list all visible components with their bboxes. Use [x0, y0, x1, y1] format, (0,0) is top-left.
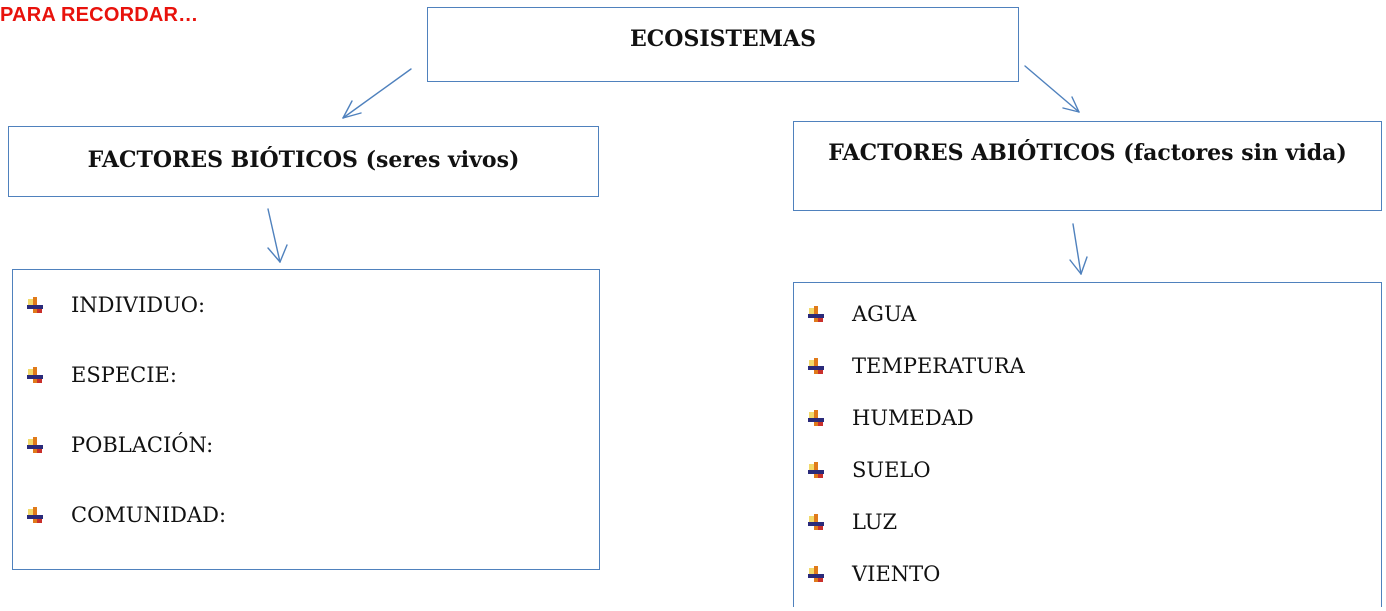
list-item-label: ESPECIE: — [71, 363, 177, 387]
cross-bullet-icon — [27, 367, 43, 383]
cross-bullet-icon — [808, 358, 824, 374]
cross-bullet-icon — [808, 566, 824, 582]
arrow-root-to-biotic — [342, 68, 412, 119]
arrow-root-to-abiotic — [1024, 65, 1080, 113]
ecosistemas-box: ECOSISTEMAS — [427, 7, 1019, 82]
list-item-label: POBLACIÓN: — [71, 433, 214, 457]
abioticos-list: AGUA TEMPERATURA HUMEDAD SUELO LUZ VIENT… — [794, 283, 1381, 611]
abioticos-title: FACTORES ABIÓTICOS (factores sin vida) — [828, 140, 1347, 166]
para-recordar-heading: PARA RECORDAR… — [0, 4, 199, 26]
cross-bullet-icon — [27, 297, 43, 313]
cross-bullet-icon — [808, 462, 824, 478]
cross-bullet-icon — [27, 437, 43, 453]
cross-bullet-icon — [808, 306, 824, 322]
list-item-label: AGUA — [852, 302, 917, 326]
list-item: HUMEDAD — [794, 403, 1381, 455]
cross-bullet-icon — [808, 514, 824, 530]
list-item: AGUA — [794, 299, 1381, 351]
abioticos-list-box: AGUA TEMPERATURA HUMEDAD SUELO LUZ VIENT… — [793, 282, 1382, 607]
list-item: VIENTO — [794, 559, 1381, 611]
bioticos-list: INDIVIDUO: ESPECIE: POBLACIÓN: COMUNIDAD… — [13, 270, 599, 570]
abioticos-box: FACTORES ABIÓTICOS (factores sin vida) — [793, 121, 1382, 211]
list-item: COMUNIDAD: — [13, 500, 599, 570]
list-item: TEMPERATURA — [794, 351, 1381, 403]
list-item-label: VIENTO — [852, 562, 941, 586]
list-item-label: INDIVIDUO: — [71, 293, 206, 317]
arrow-biotic-to-list — [267, 208, 288, 263]
list-item: INDIVIDUO: — [13, 290, 599, 360]
bioticos-box: FACTORES BIÓTICOS (seres vivos) — [8, 126, 599, 197]
ecosistemas-title: ECOSISTEMAS — [630, 26, 816, 52]
bioticos-list-box: INDIVIDUO: ESPECIE: POBLACIÓN: COMUNIDAD… — [12, 269, 600, 570]
list-item-label: COMUNIDAD: — [71, 503, 227, 527]
cross-bullet-icon — [808, 410, 824, 426]
list-item-label: TEMPERATURA — [852, 354, 1025, 378]
list-item-label: LUZ — [852, 510, 898, 534]
cross-bullet-icon — [27, 507, 43, 523]
list-item: LUZ — [794, 507, 1381, 559]
bioticos-title: FACTORES BIÓTICOS (seres vivos) — [87, 147, 520, 173]
list-item-label: HUMEDAD — [852, 406, 974, 430]
list-item: POBLACIÓN: — [13, 430, 599, 500]
list-item: ESPECIE: — [13, 360, 599, 430]
arrow-abiotic-to-list — [1069, 223, 1088, 275]
list-item-label: SUELO — [852, 458, 931, 482]
list-item: SUELO — [794, 455, 1381, 507]
